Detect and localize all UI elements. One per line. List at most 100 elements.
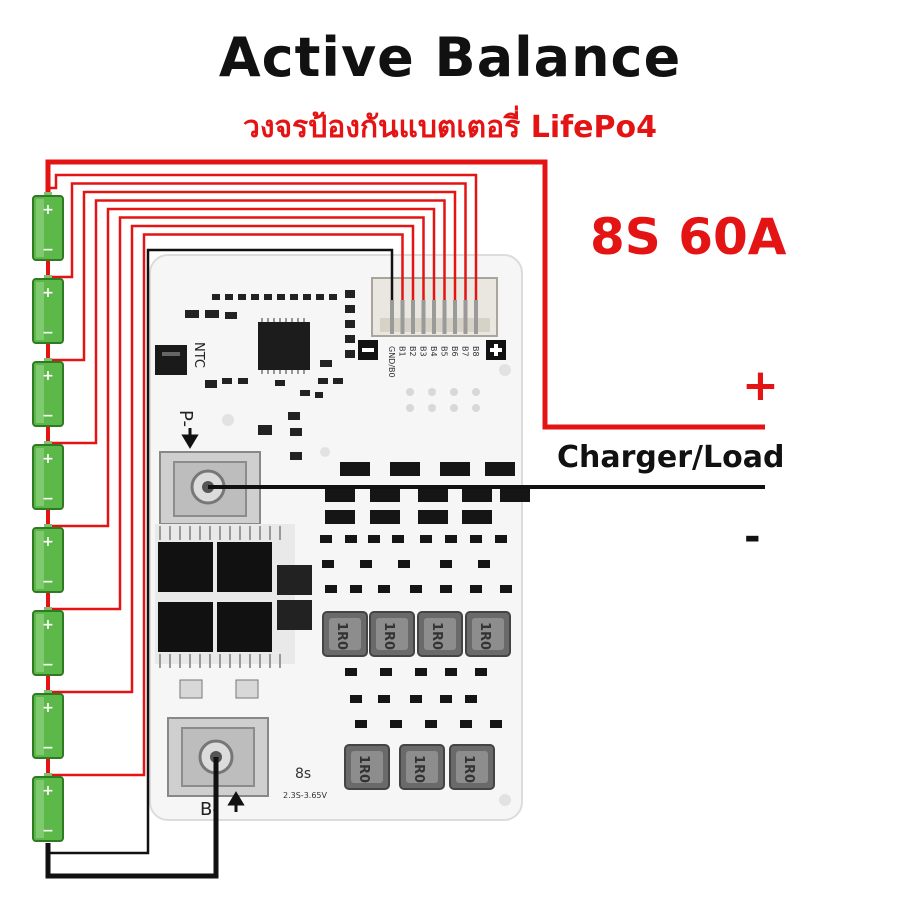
battery-cell: +− bbox=[32, 275, 64, 344]
cell-minus-sign: − bbox=[42, 740, 54, 756]
smd-transistor bbox=[370, 488, 400, 502]
page-title: Active Balance bbox=[218, 26, 682, 89]
inductor-core bbox=[456, 751, 488, 783]
inductor-core bbox=[351, 751, 383, 783]
pin-label: B7 bbox=[461, 346, 470, 357]
cell-plus-sign: + bbox=[42, 617, 54, 633]
smd-transistor bbox=[340, 462, 370, 476]
balance-wire bbox=[48, 173, 478, 300]
smd-part bbox=[425, 720, 437, 728]
inductor-core bbox=[406, 751, 438, 783]
smd-part bbox=[440, 560, 452, 568]
inductor-label: 1R0 bbox=[411, 755, 426, 783]
cell-plus-sign: + bbox=[42, 368, 54, 384]
smd-part bbox=[500, 585, 512, 593]
smd-part bbox=[378, 585, 390, 593]
voltage-label: 2.3S-3.65V bbox=[283, 791, 328, 800]
model-label: 8s bbox=[295, 766, 311, 782]
smd-part bbox=[378, 695, 390, 703]
smd-transistor bbox=[485, 462, 515, 476]
smd-part bbox=[355, 720, 367, 728]
cell-minus-sign: − bbox=[42, 408, 54, 424]
battery-cell: +− bbox=[32, 358, 64, 427]
smd-transistor bbox=[462, 510, 492, 524]
cell-minus-sign: − bbox=[42, 574, 54, 590]
inductor-core bbox=[424, 618, 456, 650]
charger-load-label: Charger/Load bbox=[557, 440, 785, 475]
smd-part bbox=[478, 560, 490, 568]
battery-cell: +− bbox=[32, 690, 64, 759]
inductor-label: 1R0 bbox=[356, 755, 371, 783]
smd-part bbox=[410, 695, 422, 703]
balance-wire bbox=[48, 199, 446, 445]
battery-cell: +− bbox=[32, 441, 64, 510]
cell-plus-sign: + bbox=[42, 700, 54, 716]
cell-minus-sign: − bbox=[42, 491, 54, 507]
inductor-core bbox=[329, 618, 361, 650]
smd-part bbox=[322, 560, 334, 568]
pin-label: B3 bbox=[419, 346, 428, 357]
smd-transistor bbox=[325, 510, 355, 524]
output-minus-label: - bbox=[744, 514, 761, 560]
smd-part bbox=[445, 668, 457, 676]
smd-part bbox=[415, 668, 427, 676]
smd-transistor bbox=[390, 462, 420, 476]
smd-part bbox=[410, 585, 422, 593]
pin-label: B2 bbox=[408, 346, 417, 357]
smd-part bbox=[440, 695, 452, 703]
battery-cell: +− bbox=[32, 773, 64, 842]
battery-cell: +− bbox=[32, 524, 64, 593]
smd-transistor bbox=[370, 510, 400, 524]
inductor-label: 1R0 bbox=[477, 622, 492, 650]
balance-wire bbox=[48, 224, 415, 694]
cell-plus-sign: + bbox=[42, 451, 54, 467]
smd-part bbox=[475, 668, 487, 676]
cell-minus-sign: − bbox=[42, 325, 54, 341]
pin-label: B6 bbox=[450, 346, 459, 357]
bminus-main-wire bbox=[45, 757, 219, 879]
smd-part bbox=[345, 668, 357, 676]
smd-part bbox=[470, 585, 482, 593]
smd-transistor bbox=[500, 488, 530, 502]
smd-part bbox=[470, 535, 482, 543]
inductor-label: 1R0 bbox=[461, 755, 476, 783]
smd-part bbox=[490, 720, 502, 728]
mosfet-array bbox=[155, 524, 312, 668]
smd-transistor bbox=[462, 488, 492, 502]
smd-part bbox=[440, 585, 452, 593]
balance-wire bbox=[48, 233, 404, 777]
smd-part bbox=[398, 560, 410, 568]
balance-wire bbox=[48, 182, 467, 300]
balance-wire bbox=[48, 216, 425, 611]
pin-label: B8 bbox=[471, 346, 480, 357]
cell-minus-sign: − bbox=[42, 823, 54, 839]
pin-label: B5 bbox=[440, 346, 449, 357]
smd-part bbox=[320, 535, 332, 543]
smd-part bbox=[420, 535, 432, 543]
pin-label: B4 bbox=[429, 346, 438, 357]
smd-transistor bbox=[418, 488, 448, 502]
battery-cell: +− bbox=[32, 607, 64, 676]
inductor-core bbox=[472, 618, 504, 650]
inductor-core bbox=[376, 618, 408, 650]
smd-part bbox=[368, 535, 380, 543]
output-plus-label: + bbox=[742, 360, 779, 411]
smd-part bbox=[325, 585, 337, 593]
smd-part bbox=[380, 668, 392, 676]
smd-part bbox=[350, 695, 362, 703]
smd-part bbox=[465, 695, 477, 703]
inductor-label: 1R0 bbox=[334, 622, 349, 650]
smd-part bbox=[392, 535, 404, 543]
smd-part bbox=[360, 560, 372, 568]
smd-part bbox=[445, 535, 457, 543]
pminus-label: P- bbox=[175, 410, 196, 427]
cell-minus-sign: − bbox=[42, 657, 54, 673]
smd-part bbox=[460, 720, 472, 728]
smd-part bbox=[390, 720, 402, 728]
smd-transistor bbox=[440, 462, 470, 476]
smd-transistor bbox=[418, 510, 448, 524]
cell-plus-sign: + bbox=[42, 285, 54, 301]
balance-wire bbox=[48, 190, 457, 362]
